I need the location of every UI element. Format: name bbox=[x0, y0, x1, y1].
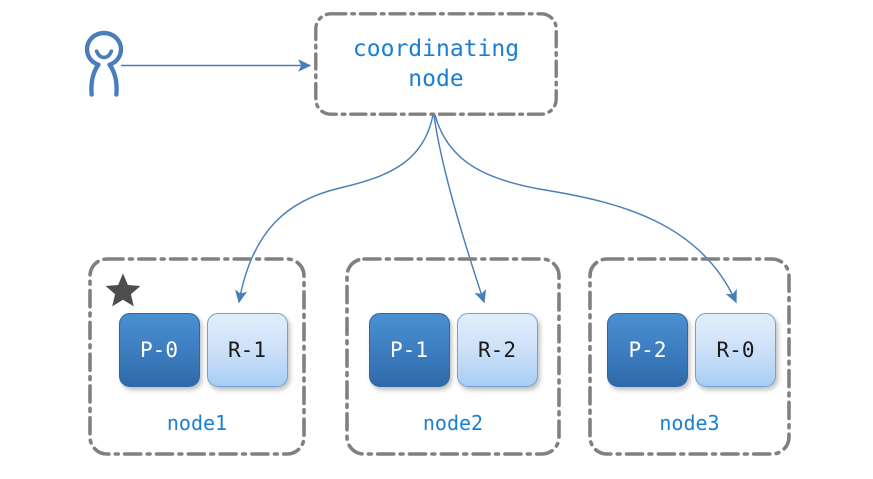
shard-p-0[interactable]: P-0 bbox=[118, 313, 200, 387]
shard-r-2[interactable]: R-2 bbox=[456, 313, 538, 387]
shard-r-0[interactable]: R-0 bbox=[695, 313, 776, 387]
node1-shard-row: P-0 R-1 bbox=[88, 313, 312, 387]
node3-caption: node3 bbox=[659, 411, 720, 435]
shard-r-1[interactable]: R-1 bbox=[206, 313, 288, 387]
node-container-node2[interactable]: P-1 R-2 node2 bbox=[345, 257, 561, 456]
node2-border bbox=[345, 257, 561, 456]
node2-shard-row: P-1 R-2 bbox=[345, 313, 561, 387]
node3-shard-row: P-2 R-0 bbox=[588, 313, 793, 387]
coordinating-node-label: coordinating node bbox=[353, 34, 519, 94]
coordinating-node-label-line1: coordinating bbox=[352, 36, 520, 62]
node1-border bbox=[88, 257, 306, 456]
coordinating-node-border bbox=[314, 12, 558, 116]
person-icon bbox=[84, 30, 124, 97]
star-icon bbox=[105, 273, 141, 307]
node-container-node3[interactable]: P-2 R-0 node3 bbox=[588, 257, 791, 456]
node3-border bbox=[588, 257, 791, 456]
shard-p-1[interactable]: P-1 bbox=[368, 313, 450, 387]
node-container-node1[interactable]: P-0 R-1 node1 bbox=[88, 257, 306, 456]
coordinating-node-label-line2: node bbox=[408, 66, 464, 92]
node2-caption: node2 bbox=[422, 411, 484, 435]
shard-p-2[interactable]: P-2 bbox=[607, 313, 688, 387]
node1-caption: node1 bbox=[166, 411, 228, 435]
coordinating-node-box[interactable]: coordinating node bbox=[314, 12, 558, 116]
